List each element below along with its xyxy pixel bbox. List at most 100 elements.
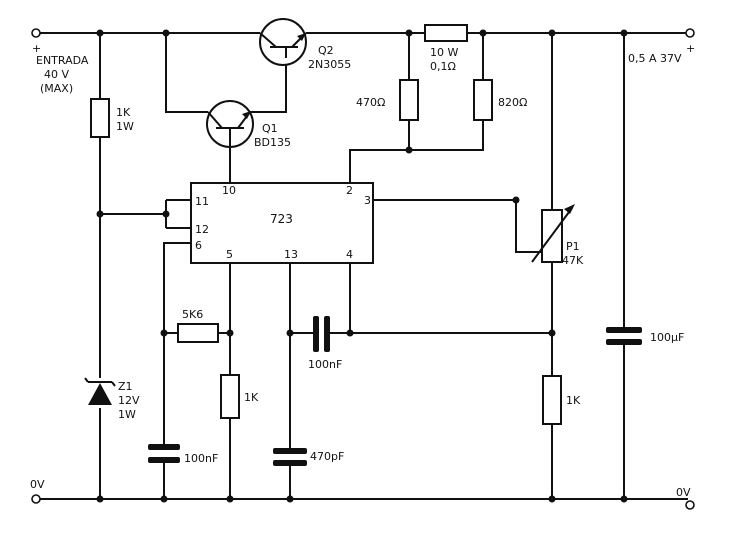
zener-ref: Z1 xyxy=(118,380,133,393)
ic-pin-10: 10 xyxy=(222,184,236,197)
capacitor-100nf-a-value: 100nF xyxy=(184,452,218,465)
capacitor-100nf-b-plate-left xyxy=(313,316,319,352)
capacitor-100nf-b-plate-right xyxy=(324,316,330,352)
ground-left-label: 0V xyxy=(30,478,45,491)
wire-q2c-q1c xyxy=(165,33,208,113)
input-resistor-power: 1W xyxy=(116,120,134,133)
resistor-470: 470Ω xyxy=(356,79,419,121)
junction-dot xyxy=(160,495,168,503)
shunt-resistor-power: 10 W xyxy=(430,46,458,59)
wire-820-bottom xyxy=(349,120,484,183)
ground-right-label: 0V xyxy=(676,486,691,499)
resistor-470-value: 470Ω xyxy=(356,96,385,109)
junction-dot xyxy=(620,29,628,37)
ic-723: 723 10 2 3 11 12 6 5 13 4 xyxy=(190,182,374,264)
junction-dot xyxy=(162,29,170,37)
resistor-820-value: 820Ω xyxy=(498,96,527,109)
shunt-resistor: 10 W 0,1Ω xyxy=(424,24,468,73)
junction-dot xyxy=(96,495,104,503)
capacitor-100nf-a-plate-top xyxy=(148,444,180,450)
ic-pin-6: 6 xyxy=(195,239,202,252)
junction-dot xyxy=(160,329,168,337)
junction-dot xyxy=(405,146,413,154)
output-plus-terminal xyxy=(685,28,695,38)
wire-pin6 xyxy=(163,242,191,444)
capacitor-470pf: 470pF xyxy=(273,448,344,466)
input-max-label: (MAX) xyxy=(40,82,73,95)
junction-dot xyxy=(162,210,170,218)
q1-ref: Q1 xyxy=(262,122,278,135)
resistor-820-body xyxy=(473,79,493,121)
capacitor-100nf-b-value: 100nF xyxy=(308,358,342,371)
ic-723-body xyxy=(190,182,374,264)
potentiometer-p1: P1 47K xyxy=(531,204,584,267)
junction-dot xyxy=(226,495,234,503)
ic-pin-4: 4 xyxy=(346,248,353,261)
resistor-1k-b-value: 1K xyxy=(566,394,581,407)
q1-emitter-arrow xyxy=(242,111,251,119)
junction-dot xyxy=(405,29,413,37)
junction-dot xyxy=(548,495,556,503)
ic-723-label: 723 xyxy=(270,212,293,226)
shunt-resistor-value: 0,1Ω xyxy=(430,60,456,73)
output-plus-sign: + xyxy=(686,42,695,55)
resistor-1k-a: 1K xyxy=(220,374,259,419)
q2-part: 2N3055 xyxy=(308,58,351,71)
input-resistor-value: 1K xyxy=(116,106,131,119)
junction-dot xyxy=(96,29,104,37)
resistor-5k6: 5K6 xyxy=(177,308,219,343)
transistor-q2: Q2 2N3055 xyxy=(259,18,351,71)
resistor-1k-a-value: 1K xyxy=(244,391,259,404)
resistor-1k-b: 1K xyxy=(542,375,581,425)
junctions xyxy=(96,29,628,503)
junction-dot xyxy=(96,210,104,218)
terminals: + ENTRADA 40 V (MAX) + 0,5 A 37V 0V 0V xyxy=(30,28,695,510)
q2-body xyxy=(259,18,307,66)
capacitor-100nf-a-plate-bottom xyxy=(148,457,180,463)
junction-dot xyxy=(286,495,294,503)
zener-voltage: 12V xyxy=(118,394,140,407)
q2-collector-lead xyxy=(259,32,277,48)
shunt-resistor-body xyxy=(424,24,468,42)
resistor-5k6-value: 5K6 xyxy=(182,308,203,321)
output-spec-label: 0,5 A 37V xyxy=(628,52,682,65)
capacitor-output-plate-top xyxy=(606,327,642,333)
junction-dot xyxy=(346,329,354,337)
potentiometer-p1-value: 47K xyxy=(562,254,584,267)
capacitor-output-value: 100µF xyxy=(650,331,684,344)
input-resistor-body xyxy=(90,98,110,138)
q1-part: BD135 xyxy=(254,136,291,149)
capacitor-output-plate-bottom xyxy=(606,339,642,345)
capacitor-470pf-plate-bottom xyxy=(273,460,307,466)
resistor-1k-a-body xyxy=(220,374,240,419)
ground-left-terminal xyxy=(31,494,41,504)
q2-emitter-arrow xyxy=(297,33,306,41)
wire-q1e-q2b xyxy=(250,58,287,113)
ground-right-terminal xyxy=(685,500,695,510)
wire-pin3 xyxy=(373,199,542,253)
ic-pin-13: 13 xyxy=(284,248,298,261)
ic-pin-11: 11 xyxy=(195,195,209,208)
input-plus-sign: + xyxy=(32,42,41,55)
zener-diode: Z1 12V 1W xyxy=(84,377,140,421)
potentiometer-p1-arrow-shaft xyxy=(531,207,573,263)
junction-dot xyxy=(479,29,487,37)
junction-dot xyxy=(512,196,520,204)
resistor-820: 820Ω xyxy=(473,79,527,121)
potentiometer-p1-arrow-head xyxy=(564,204,575,214)
zener-bar xyxy=(84,377,116,387)
ic-pin-5: 5 xyxy=(226,248,233,261)
zener-triangle xyxy=(88,383,112,405)
capacitor-470pf-plate-top xyxy=(273,448,307,454)
junction-dot xyxy=(548,329,556,337)
input-name-label: ENTRADA xyxy=(36,54,89,67)
capacitor-470pf-value: 470pF xyxy=(310,450,344,463)
capacitor-output: 100µF xyxy=(606,327,684,345)
junction-dot xyxy=(548,29,556,37)
input-voltage-label: 40 V xyxy=(44,68,69,81)
ic-pin-3: 3 xyxy=(364,194,371,207)
wires xyxy=(38,32,688,500)
junction-dot xyxy=(620,495,628,503)
capacitor-100nf-b: 100nF xyxy=(308,316,342,371)
